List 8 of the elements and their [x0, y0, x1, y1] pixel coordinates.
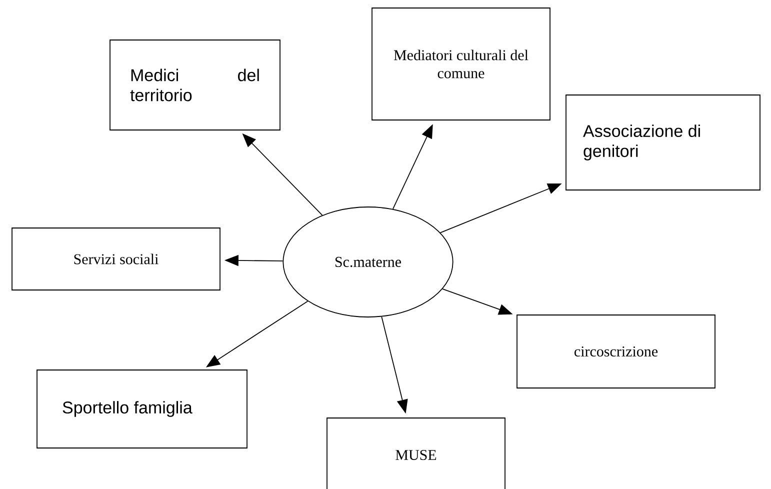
- box: Mediatori culturali del comune: [372, 8, 550, 120]
- ellipse-node: Sc.materne: [282, 206, 454, 318]
- box: circoscrizione: [516, 314, 716, 388]
- box: MUSE: [326, 418, 506, 489]
- box: Servizi sociali: [12, 228, 220, 290]
- box: Sportello famiglia: [36, 370, 248, 448]
- box: Associazione di genitori: [566, 94, 760, 190]
- box: Medici del territorio: [110, 40, 280, 130]
